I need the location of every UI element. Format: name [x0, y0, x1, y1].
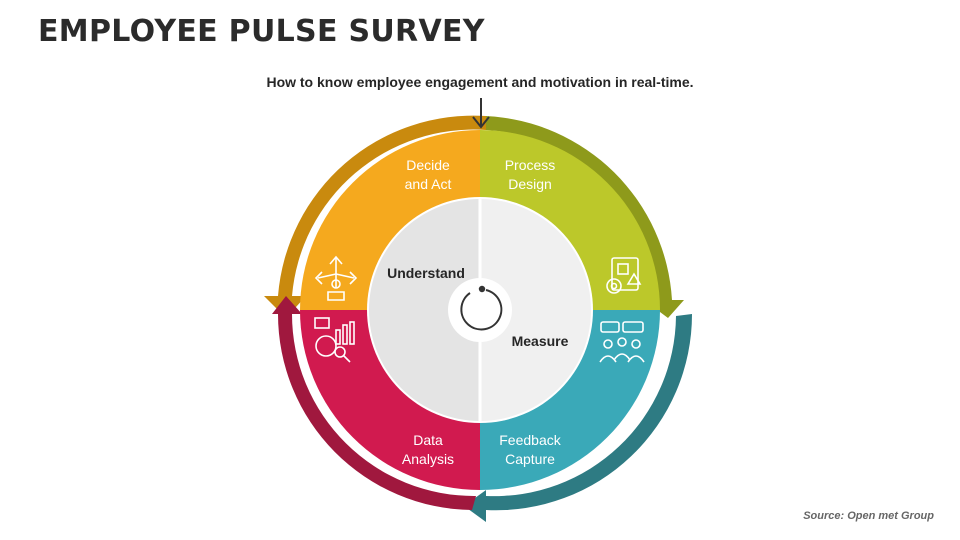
feedback-people-icon — [599, 321, 645, 363]
inner-half-measure — [480, 199, 591, 421]
source-note: Source: Open met Group — [803, 510, 934, 522]
page-title: EMPLOYEE PULSE SURVEY — [38, 14, 485, 49]
label-feedback: Feedback — [499, 432, 561, 448]
label-process: Process — [505, 157, 556, 173]
label-analysis: Analysis — [402, 451, 454, 467]
data-analysis-icon — [314, 317, 355, 363]
start-marker-icon — [472, 98, 490, 129]
cycle-icon — [448, 278, 512, 342]
arrow-top-right — [486, 116, 684, 318]
decision-arrows-icon — [314, 255, 358, 301]
label-design: Design — [508, 176, 552, 192]
label-data: Data — [413, 432, 443, 448]
inner-half-understand — [369, 199, 480, 421]
label-capture: Capture — [505, 451, 555, 467]
label-decide: Decide — [406, 157, 450, 173]
label-and-act: and Act — [405, 176, 452, 192]
process-design-icon — [606, 257, 642, 294]
arrow-bottom-left — [272, 296, 476, 510]
arrow-bottom-right — [464, 314, 693, 522]
page-subtitle: How to know employee engagement and moti… — [266, 74, 694, 90]
label-understand: Understand — [387, 265, 465, 281]
label-measure: Measure — [512, 333, 569, 349]
